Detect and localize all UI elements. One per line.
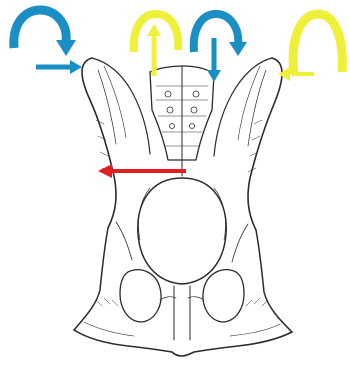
left-ilium-wing xyxy=(82,58,116,228)
right-ilium-wing xyxy=(248,58,282,230)
yellow-rotation-arrow-right xyxy=(278,14,342,81)
left-obturator-foramen xyxy=(120,270,161,322)
ischium-bottom xyxy=(74,330,292,356)
pelvis-drawing xyxy=(74,58,292,356)
blue-rotation-arrow-left xyxy=(14,10,76,56)
blue-horizontal-arrow-left xyxy=(36,60,82,74)
blue-rotation-arrow-center-right xyxy=(194,14,247,82)
red-horizontal-arrow xyxy=(98,164,186,178)
right-obturator-foramen xyxy=(203,270,244,322)
pubic-symphysis xyxy=(174,286,190,340)
pelvic-inlet xyxy=(138,178,226,284)
